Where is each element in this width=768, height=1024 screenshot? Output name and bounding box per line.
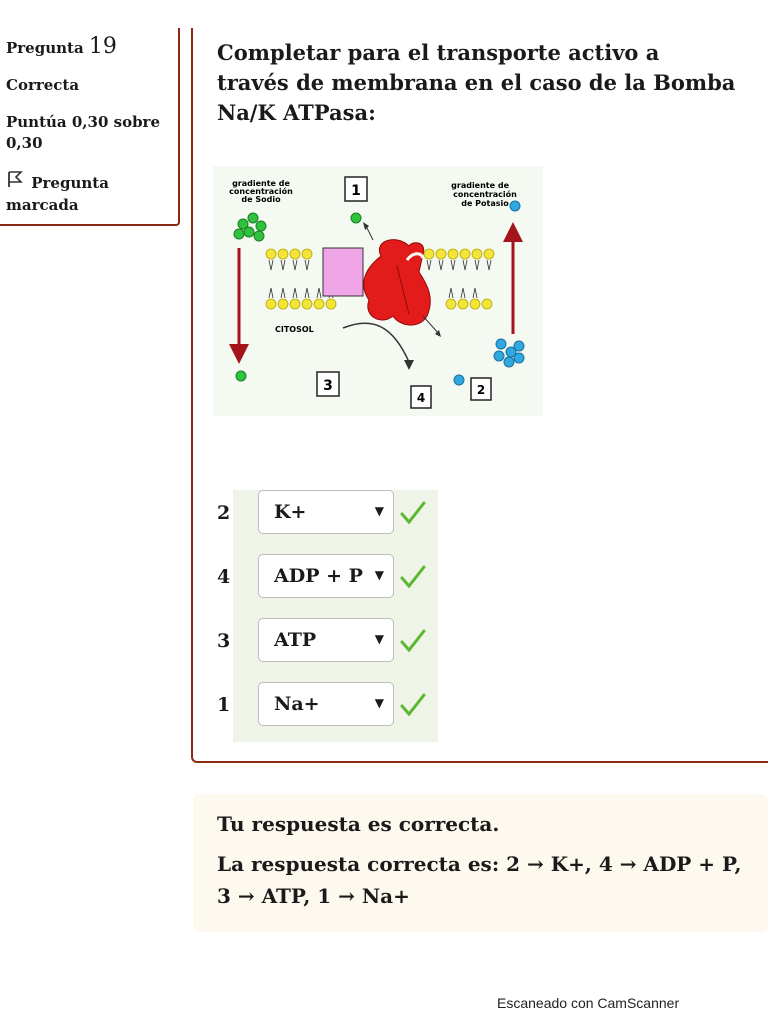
answer-row: 2 K+ ▼ [217,490,438,536]
answer-select[interactable]: ADP + P ▼ [258,554,394,598]
answer-selected-value: Na+ [274,693,320,715]
cytosol-label: CITOSOL [275,325,314,334]
sodium-label-line2: concentración [229,186,293,196]
sodium-potassium-pump-diagram: gradiente de concentración de Sodio grad… [213,166,543,416]
caret-down-icon: ▼ [374,568,384,582]
answer-number: 4 [217,566,231,588]
answer-number: 1 [217,694,231,716]
box-4-label: 4 [417,391,425,405]
checkmark-icon [400,565,426,589]
feedback-panel: Tu respuesta es correcta. La respuesta c… [193,794,768,932]
question-info-panel: Pregunta 19 Correcta Puntúa 0,30 sobre 0… [0,28,180,226]
caret-down-icon: ▼ [374,504,384,518]
flag-icon [6,170,26,194]
potassium-label-line3: de Potasio [461,199,509,208]
answer-row: 1 Na+ ▼ [217,682,438,728]
caret-down-icon: ▼ [374,632,384,646]
answer-row: 4 ADP + P ▼ [217,554,438,600]
answer-select[interactable]: K+ ▼ [258,490,394,534]
flag-label: Pregunta marcada [6,174,109,214]
flag-question-button[interactable]: Pregunta marcada [6,170,176,216]
question-number: Pregunta 19 [6,34,117,59]
answer-number: 2 [217,502,231,524]
answer-select[interactable]: ATP ▼ [258,618,394,662]
answer-selected-value: K+ [274,501,307,523]
question-status: Correcta [6,76,80,94]
caret-down-icon: ▼ [374,696,384,710]
checkmark-icon [400,693,426,717]
sodium-label-line1: gradiente de [232,179,290,188]
question-number-value: 19 [88,34,117,59]
answer-selected-value: ADP + P [274,565,363,587]
box-1-label: 1 [351,183,361,199]
question-label: Pregunta [6,39,84,57]
potassium-label-line1: gradiente de [451,181,509,190]
potassium-label-line2: concentración [453,189,517,199]
question-score: Puntúa 0,30 sobre 0,30 [6,113,161,152]
checkmark-icon [400,501,426,525]
question-text: Completar para el transporte activo a tr… [217,40,736,125]
correct-answer-text: La respuesta correcta es: 2 → K+, 4 → AD… [217,852,742,908]
feedback-title: Tu respuesta es correcta. [217,812,500,836]
box-3-label: 3 [323,378,333,394]
question-container: Completar para el transporte activo a tr… [191,28,768,763]
answer-selected-value: ATP [274,629,317,651]
sodium-label-line3: de Sodio [241,195,281,204]
box-2-label: 2 [477,383,485,397]
answer-number: 3 [217,630,231,652]
checkmark-icon [400,629,426,653]
answer-list: 2 K+ ▼ 4 ADP + P ▼ 3 ATP ▼ 1 [217,490,438,742]
scanner-watermark: Escaneado con CamScanner [497,995,680,1011]
answer-select[interactable]: Na+ ▼ [258,682,394,726]
answer-row: 3 ATP ▼ [217,618,438,664]
